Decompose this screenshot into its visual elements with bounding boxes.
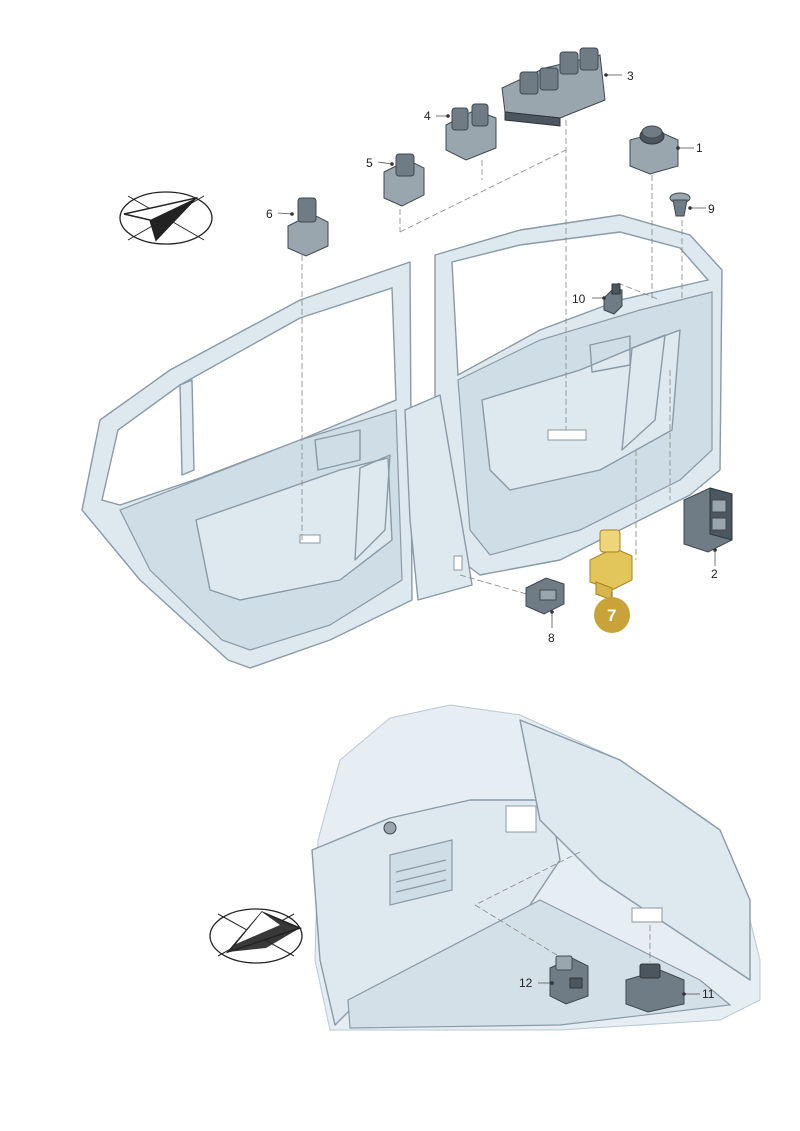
door-switch-block-part: [683, 487, 733, 553]
window-switch-single-rear-part: [287, 197, 329, 257]
compass-arrow-icon: [209, 908, 303, 964]
plug-part: [669, 192, 691, 217]
callout-5: 5: [366, 156, 373, 170]
rear-door-illustration: [81, 261, 413, 669]
trunk-switch-part: [549, 955, 589, 1005]
callout-6: 6: [266, 207, 273, 221]
callout-4: 4: [424, 109, 431, 123]
callout-11: 11: [702, 987, 715, 1001]
assembly-lines: [301, 120, 683, 596]
callout-9: 9: [708, 202, 715, 216]
compass-arrow-icon: [119, 191, 213, 245]
window-switch-4button-part: [501, 47, 606, 127]
callout-1: 1: [696, 141, 703, 155]
mirror-adjust-switch-part: [629, 125, 679, 175]
callout-12: 12: [519, 976, 533, 990]
window-switch-single-part: [383, 153, 425, 207]
callout-10: 10: [572, 292, 586, 306]
trunk-interior-illustration: [311, 704, 761, 1031]
bracket-part: [603, 283, 623, 315]
window-switch-2button-part: [445, 103, 497, 161]
callout-badge-7: [594, 597, 630, 633]
callout-8: 8: [548, 631, 555, 645]
trunk-release-button-part: [625, 963, 685, 1013]
callout-3: 3: [627, 69, 634, 83]
callout-2: 2: [711, 567, 718, 581]
callout-7: 7: [607, 606, 616, 625]
rear-switch-part: [525, 577, 565, 615]
front-door-illustration: [404, 214, 723, 601]
